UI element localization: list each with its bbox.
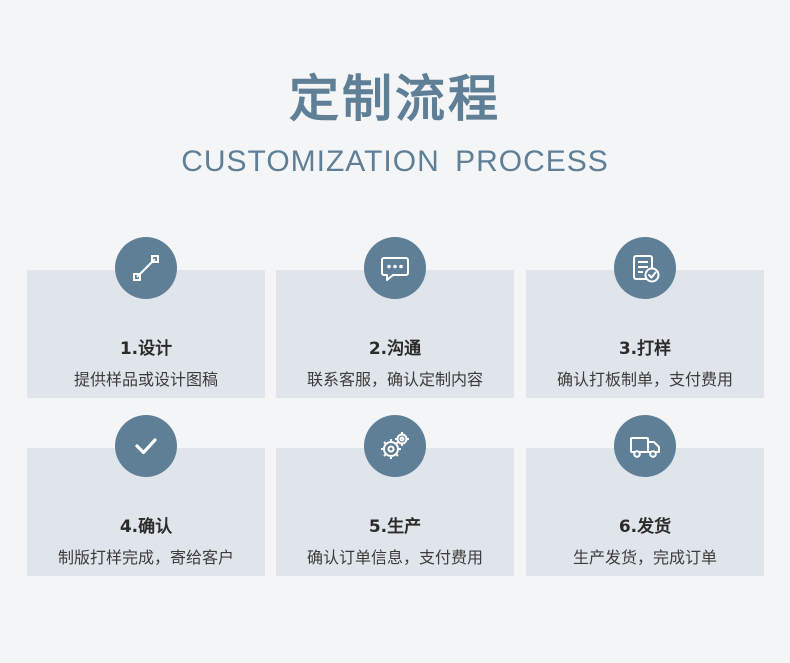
step-desc: 确认订单信息，支付费用 bbox=[306, 548, 483, 567]
step-icon-circle bbox=[614, 415, 676, 477]
gears-icon bbox=[381, 432, 409, 459]
step-icon-circle bbox=[115, 237, 177, 299]
step-label: 3.打样 bbox=[618, 339, 672, 359]
pen-line-icon bbox=[133, 255, 159, 281]
checkmark-icon bbox=[135, 438, 157, 455]
step-desc: 提供样品或设计图稿 bbox=[73, 370, 218, 389]
step-icon-circle bbox=[115, 415, 177, 477]
step-icon-circle bbox=[364, 415, 426, 477]
document-check-icon bbox=[633, 255, 660, 283]
step-desc: 联系客服，确认定制内容 bbox=[306, 370, 483, 389]
step-label: 2.沟通 bbox=[368, 339, 422, 359]
step-icon-circle bbox=[364, 237, 426, 299]
step-label: 4.确认 bbox=[119, 517, 173, 537]
step-label: 1.设计 bbox=[119, 339, 173, 359]
step-desc: 确认打板制单，支付费用 bbox=[556, 370, 733, 389]
step-label: 6.发货 bbox=[618, 517, 672, 537]
step-desc: 生产发货，完成订单 bbox=[572, 548, 717, 567]
page-title: 定制流程 bbox=[289, 70, 501, 128]
step-desc: 制版打样完成，寄给客户 bbox=[57, 548, 234, 567]
page-subtitle: CUSTOMIZATION PROCESS bbox=[181, 145, 609, 178]
truck-icon bbox=[630, 437, 660, 458]
step-icon-circle bbox=[614, 237, 676, 299]
step-label: 5.生产 bbox=[368, 517, 422, 537]
chat-bubble-icon bbox=[381, 257, 409, 281]
